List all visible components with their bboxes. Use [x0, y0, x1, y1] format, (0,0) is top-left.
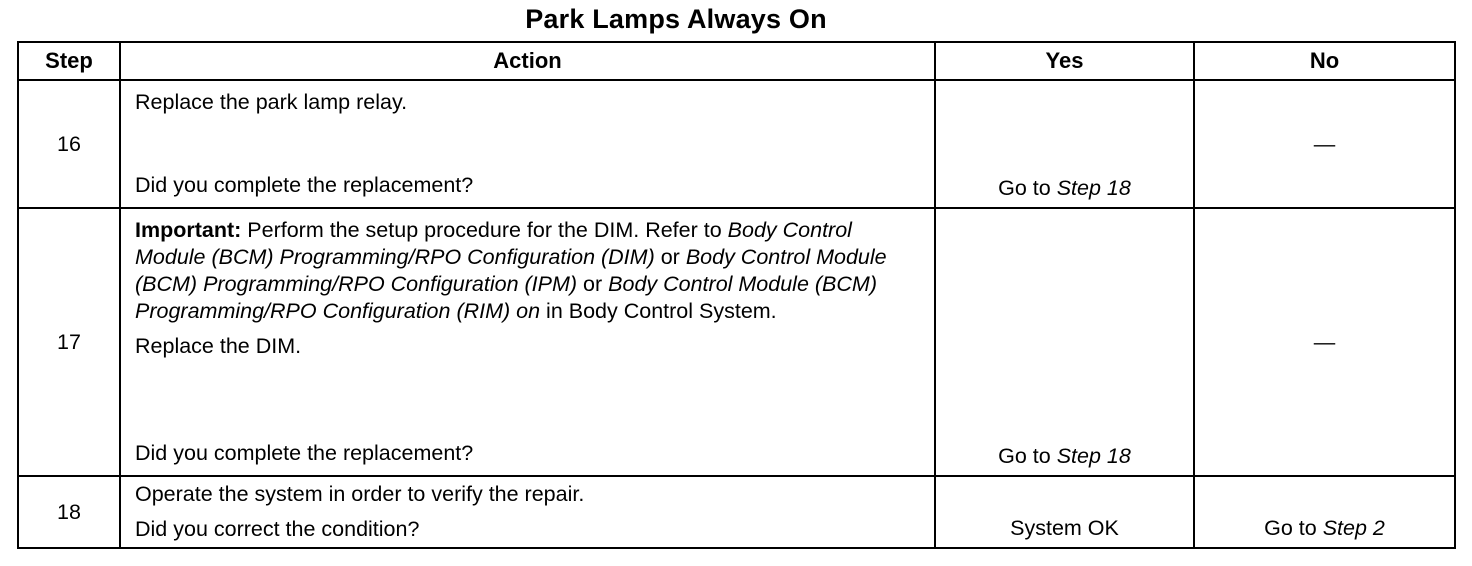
action-text: Replace the DIM. — [135, 334, 302, 358]
action-question: Did you complete the replacement? — [135, 441, 474, 465]
header-no: No — [1193, 41, 1456, 81]
action-text: Operate the system in order to verify th… — [135, 482, 585, 506]
action-question: Did you correct the condition? — [135, 517, 420, 541]
table-row: 17 Important: Perform the setup procedur… — [17, 207, 1456, 477]
header-step: Step — [17, 41, 121, 81]
header-yes: Yes — [934, 41, 1195, 81]
table-row: 16 Replace the park lamp relay. Did you … — [17, 79, 1456, 209]
no-step-link[interactable]: Step 2 — [1322, 516, 1385, 540]
table-row: 18 Operate the system in order to verify… — [17, 475, 1456, 549]
action-cell: Operate the system in order to verify th… — [119, 475, 936, 549]
yes-prefix: Go to — [998, 444, 1057, 468]
bcm-dim-link[interactable]: Body Control Module (BCM) Programming/RP… — [135, 218, 852, 269]
bcm-ipm-link[interactable]: Body Control Module (BCM) Programming/RP… — [135, 245, 887, 296]
procedure-table: Step Action Yes No 16 Replace the park l… — [17, 41, 1456, 549]
action-cell: Important: Perform the setup procedure f… — [119, 207, 936, 477]
yes-cell: Go to Step 18 — [934, 79, 1195, 209]
action-question: Did you complete the replacement? — [135, 173, 474, 197]
yes-cell: Go to Step 18 — [934, 207, 1195, 477]
step-number: 18 — [17, 475, 121, 549]
important-label: Important: — [135, 218, 242, 242]
no-cell: — — [1193, 79, 1456, 209]
yes-step-link[interactable]: Step 18 — [1056, 444, 1131, 468]
note-text: in Body Control System. — [540, 299, 777, 323]
bcm-rim-link[interactable]: Body Control Module (BCM) Programming/RP… — [135, 272, 877, 323]
note-text: or — [577, 272, 609, 296]
no-cell: — — [1193, 207, 1456, 477]
header-action: Action — [119, 41, 936, 81]
important-note: Important: Perform the setup procedure f… — [135, 217, 915, 325]
action-cell: Replace the park lamp relay. Did you com… — [119, 79, 936, 209]
yes-cell: System OK — [934, 475, 1195, 549]
no-prefix: Go to — [1264, 516, 1323, 540]
note-text: Perform the setup procedure for the DIM.… — [241, 218, 728, 242]
page-title: Park Lamps Always On — [525, 4, 827, 34]
step-number: 17 — [17, 207, 121, 477]
action-text: Replace the park lamp relay. — [135, 90, 408, 114]
no-cell: Go to Step 2 — [1193, 475, 1456, 549]
yes-step-link[interactable]: Step 18 — [1056, 176, 1131, 200]
note-text: or — [654, 245, 686, 269]
yes-prefix: Go to — [998, 176, 1057, 200]
header-row: Step Action Yes No — [17, 41, 1456, 81]
step-number: 16 — [17, 79, 121, 209]
